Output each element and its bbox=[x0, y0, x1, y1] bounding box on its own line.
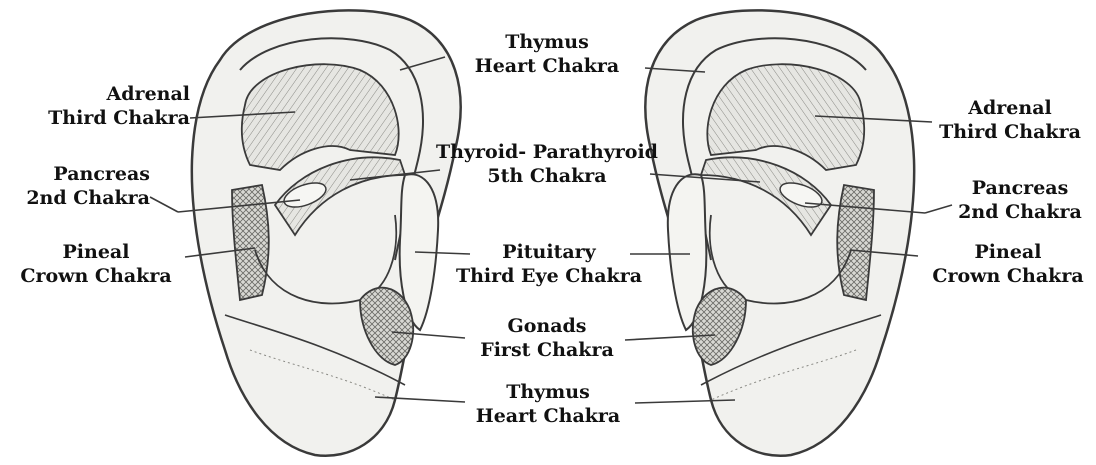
label-thymus-top: Thymus Heart Chakra bbox=[475, 30, 620, 78]
leader-left-pancreas-a bbox=[150, 197, 178, 212]
label-pituitary: Pituitary Third Eye Chakra bbox=[456, 240, 642, 288]
label-left-adrenal: Adrenal Third Chakra bbox=[10, 82, 190, 130]
label-thymus-bottom: Thymus Heart Chakra bbox=[476, 380, 621, 428]
label-right-adrenal: Adrenal Third Chakra bbox=[939, 96, 1081, 144]
label-left-pancreas: Pancreas 2nd Chakra bbox=[0, 162, 150, 210]
label-left-pineal: Pineal Crown Chakra bbox=[20, 240, 171, 288]
label-right-pancreas: Pancreas 2nd Chakra bbox=[958, 176, 1082, 224]
left-ear bbox=[192, 10, 461, 455]
label-thyroid: Thyroid- Parathyroid 5th Chakra bbox=[436, 140, 658, 188]
label-gonads: Gonads First Chakra bbox=[480, 314, 614, 362]
label-right-pineal: Pineal Crown Chakra bbox=[932, 240, 1083, 288]
right-ear bbox=[645, 10, 914, 455]
leader-right-pancreas-a bbox=[925, 205, 952, 213]
